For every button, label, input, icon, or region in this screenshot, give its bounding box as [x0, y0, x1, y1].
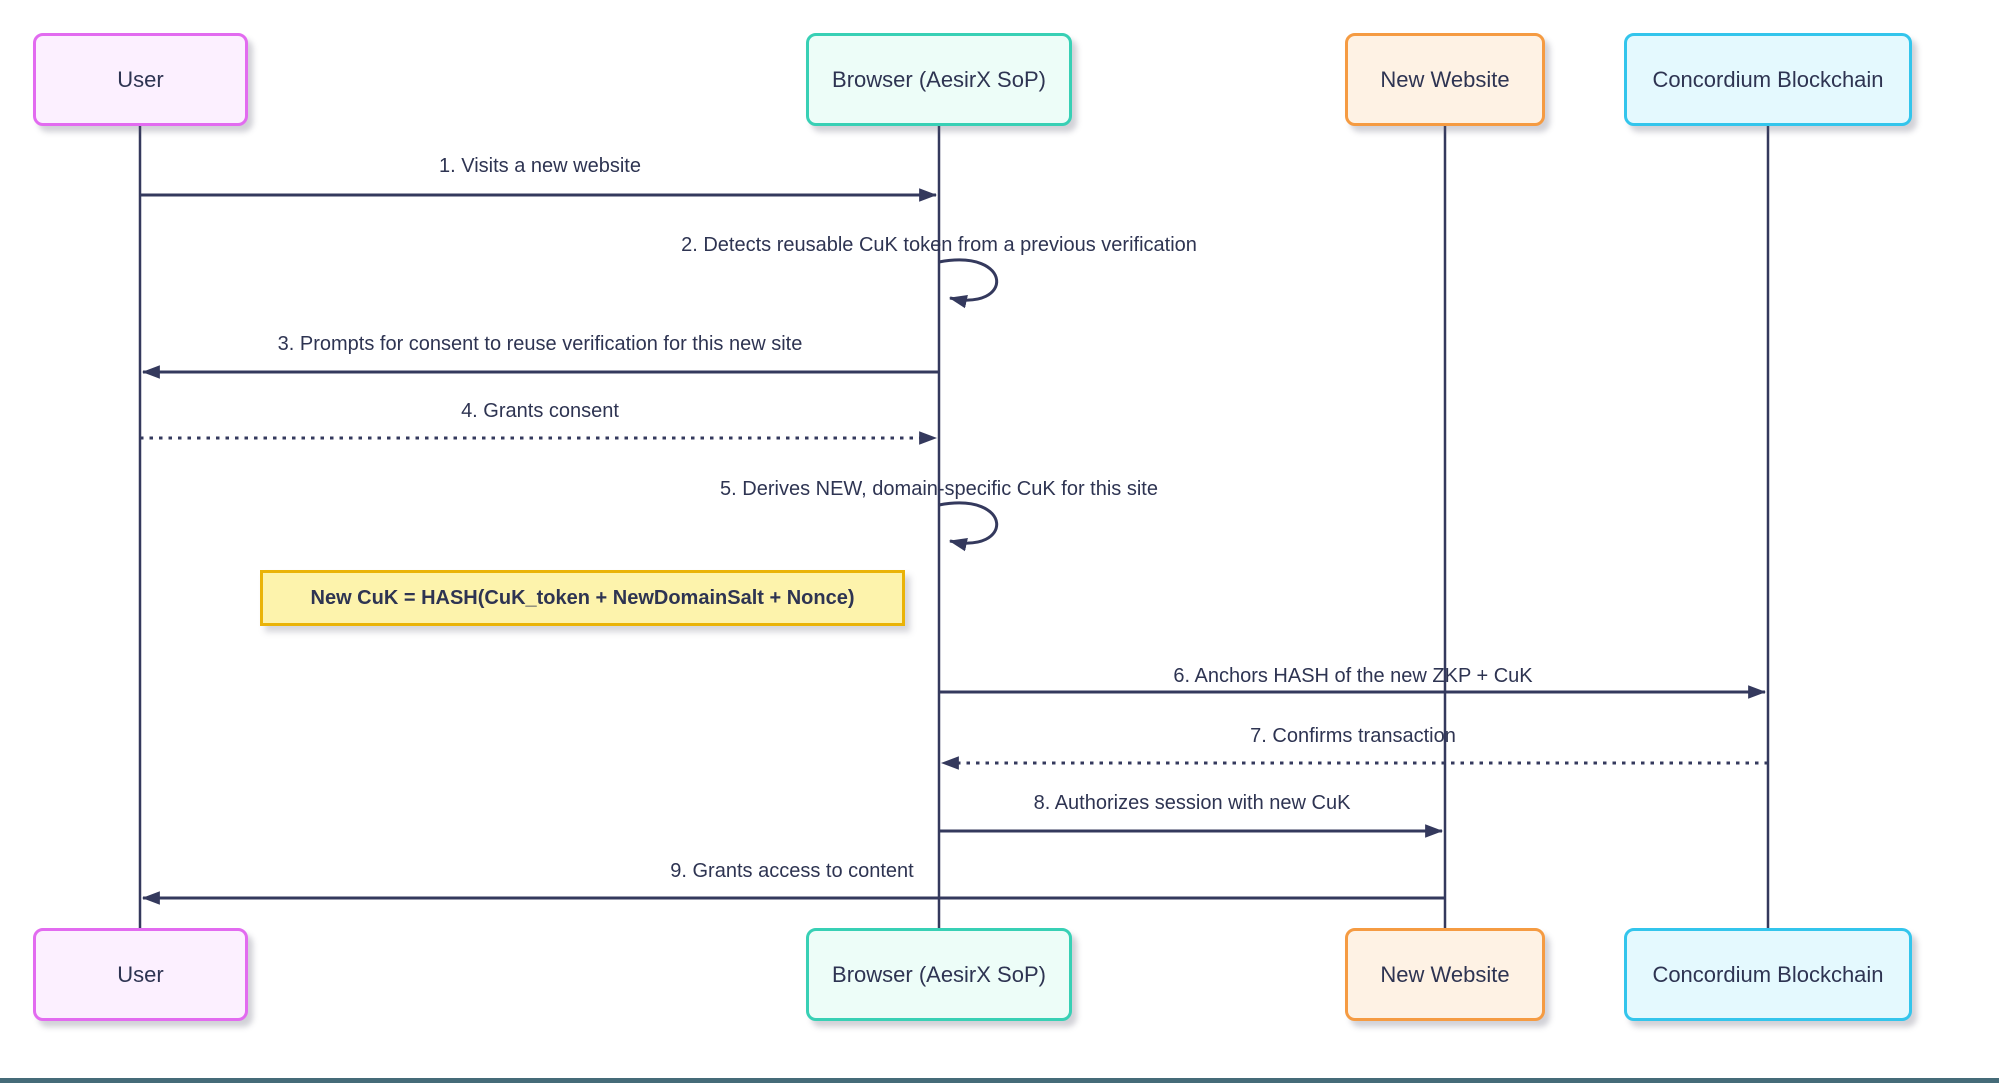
actor-browser-bottom: Browser (AesirX SoP) [806, 928, 1072, 1021]
message-label-4: 4. Grants consent [461, 400, 619, 422]
message-label-9: 9. Grants access to content [670, 860, 914, 882]
message-label-6: 6. Anchors HASH of the new ZKP + CuK [1173, 665, 1533, 687]
actor-new-website-bottom: New Website [1345, 928, 1545, 1021]
bottom-edge-bar [0, 1078, 1999, 1083]
actor-new-website-top: New Website [1345, 33, 1545, 126]
actor-user-bottom: User [33, 928, 248, 1021]
actor-concordium-top: Concordium Blockchain [1624, 33, 1912, 126]
message-label-7: 7. Confirms transaction [1250, 725, 1456, 747]
self-loop-message-5 [938, 501, 999, 552]
actor-concordium-bottom: Concordium Blockchain [1624, 928, 1912, 1021]
message-label-3: 3. Prompts for consent to reuse verifica… [277, 333, 803, 355]
actor-browser-top: Browser (AesirX SoP) [806, 33, 1072, 126]
message-label-1: 1. Visits a new website [439, 155, 641, 177]
actor-user-top: User [33, 33, 248, 126]
note-new-cuk-hash: New CuK = HASH(CuK_token + NewDomainSalt… [260, 570, 905, 626]
message-label-2: 2. Detects reusable CuK token from a pre… [681, 234, 1197, 256]
message-label-8: 8. Authorizes session with new CuK [1033, 792, 1351, 814]
self-loop-message-2 [938, 258, 999, 309]
message-label-5: 5. Derives NEW, domain-specific CuK for … [720, 478, 1158, 500]
